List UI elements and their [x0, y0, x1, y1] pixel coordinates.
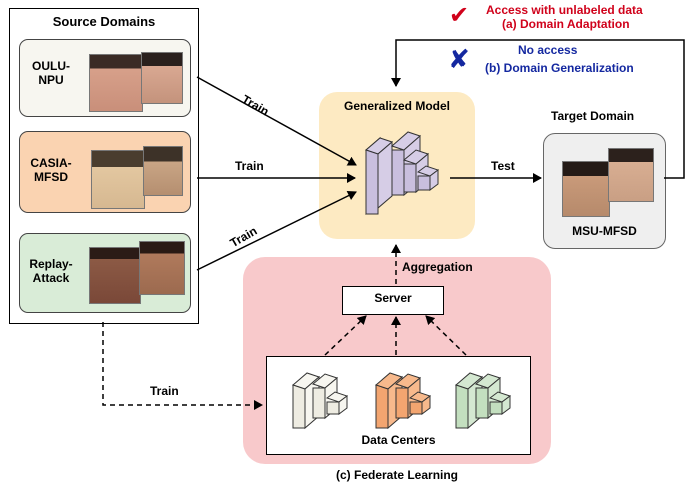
legend-a-line2: (a) Domain Adaptation [502, 17, 630, 31]
face-image-oulu-2 [141, 52, 183, 104]
check-icon: ✔ [449, 2, 470, 29]
data-centers-label: Data Centers [361, 433, 436, 447]
train-arrow-replay [196, 191, 357, 271]
face-image-casia-1 [91, 150, 145, 209]
domain-adaptation-arrow [391, 39, 685, 179]
server-label: Server [374, 291, 412, 305]
face-image-msu-2 [608, 148, 654, 202]
target-domain-title: Target Domain [551, 109, 635, 123]
legend-b-line2: (b) Domain Generalization [485, 61, 634, 75]
source-domains-title: Source Domains [52, 14, 156, 29]
legend-b-line1: No access [518, 43, 578, 57]
train-label-4: Train [150, 384, 179, 398]
domain-label-casia: CASIA- MFSD [30, 156, 72, 184]
face-image-replay-1 [89, 247, 141, 304]
server-box [342, 286, 444, 315]
face-image-replay-2 [139, 241, 185, 295]
face-image-casia-2 [143, 146, 183, 196]
upload-arrow-1 [324, 315, 367, 356]
domain-label-oulu: OULU- NPU [32, 59, 70, 87]
aggregation-label: Aggregation [402, 260, 473, 274]
test-label: Test [491, 159, 515, 173]
generalized-model-icon [365, 131, 440, 216]
train-arrow-federated [102, 322, 263, 410]
target-domain-label: MSU-MFSD [572, 224, 637, 238]
train-arrow-oulu [196, 76, 357, 166]
data-center-icon-1 [292, 372, 349, 430]
upload-arrow-3 [425, 315, 467, 356]
face-image-oulu-1 [89, 54, 143, 112]
train-label-2: Train [235, 159, 264, 173]
data-center-icon-2 [375, 372, 432, 430]
federated-learning-caption: (c) Federate Learning [335, 468, 459, 482]
legend-a-line1: Access with unlabeled data [486, 3, 643, 17]
generalized-model-title: Generalized Model [343, 99, 451, 113]
data-center-icon-3 [455, 372, 512, 430]
domain-label-replay: Replay- Attack [29, 257, 73, 285]
cross-icon: ✘ [448, 44, 470, 74]
